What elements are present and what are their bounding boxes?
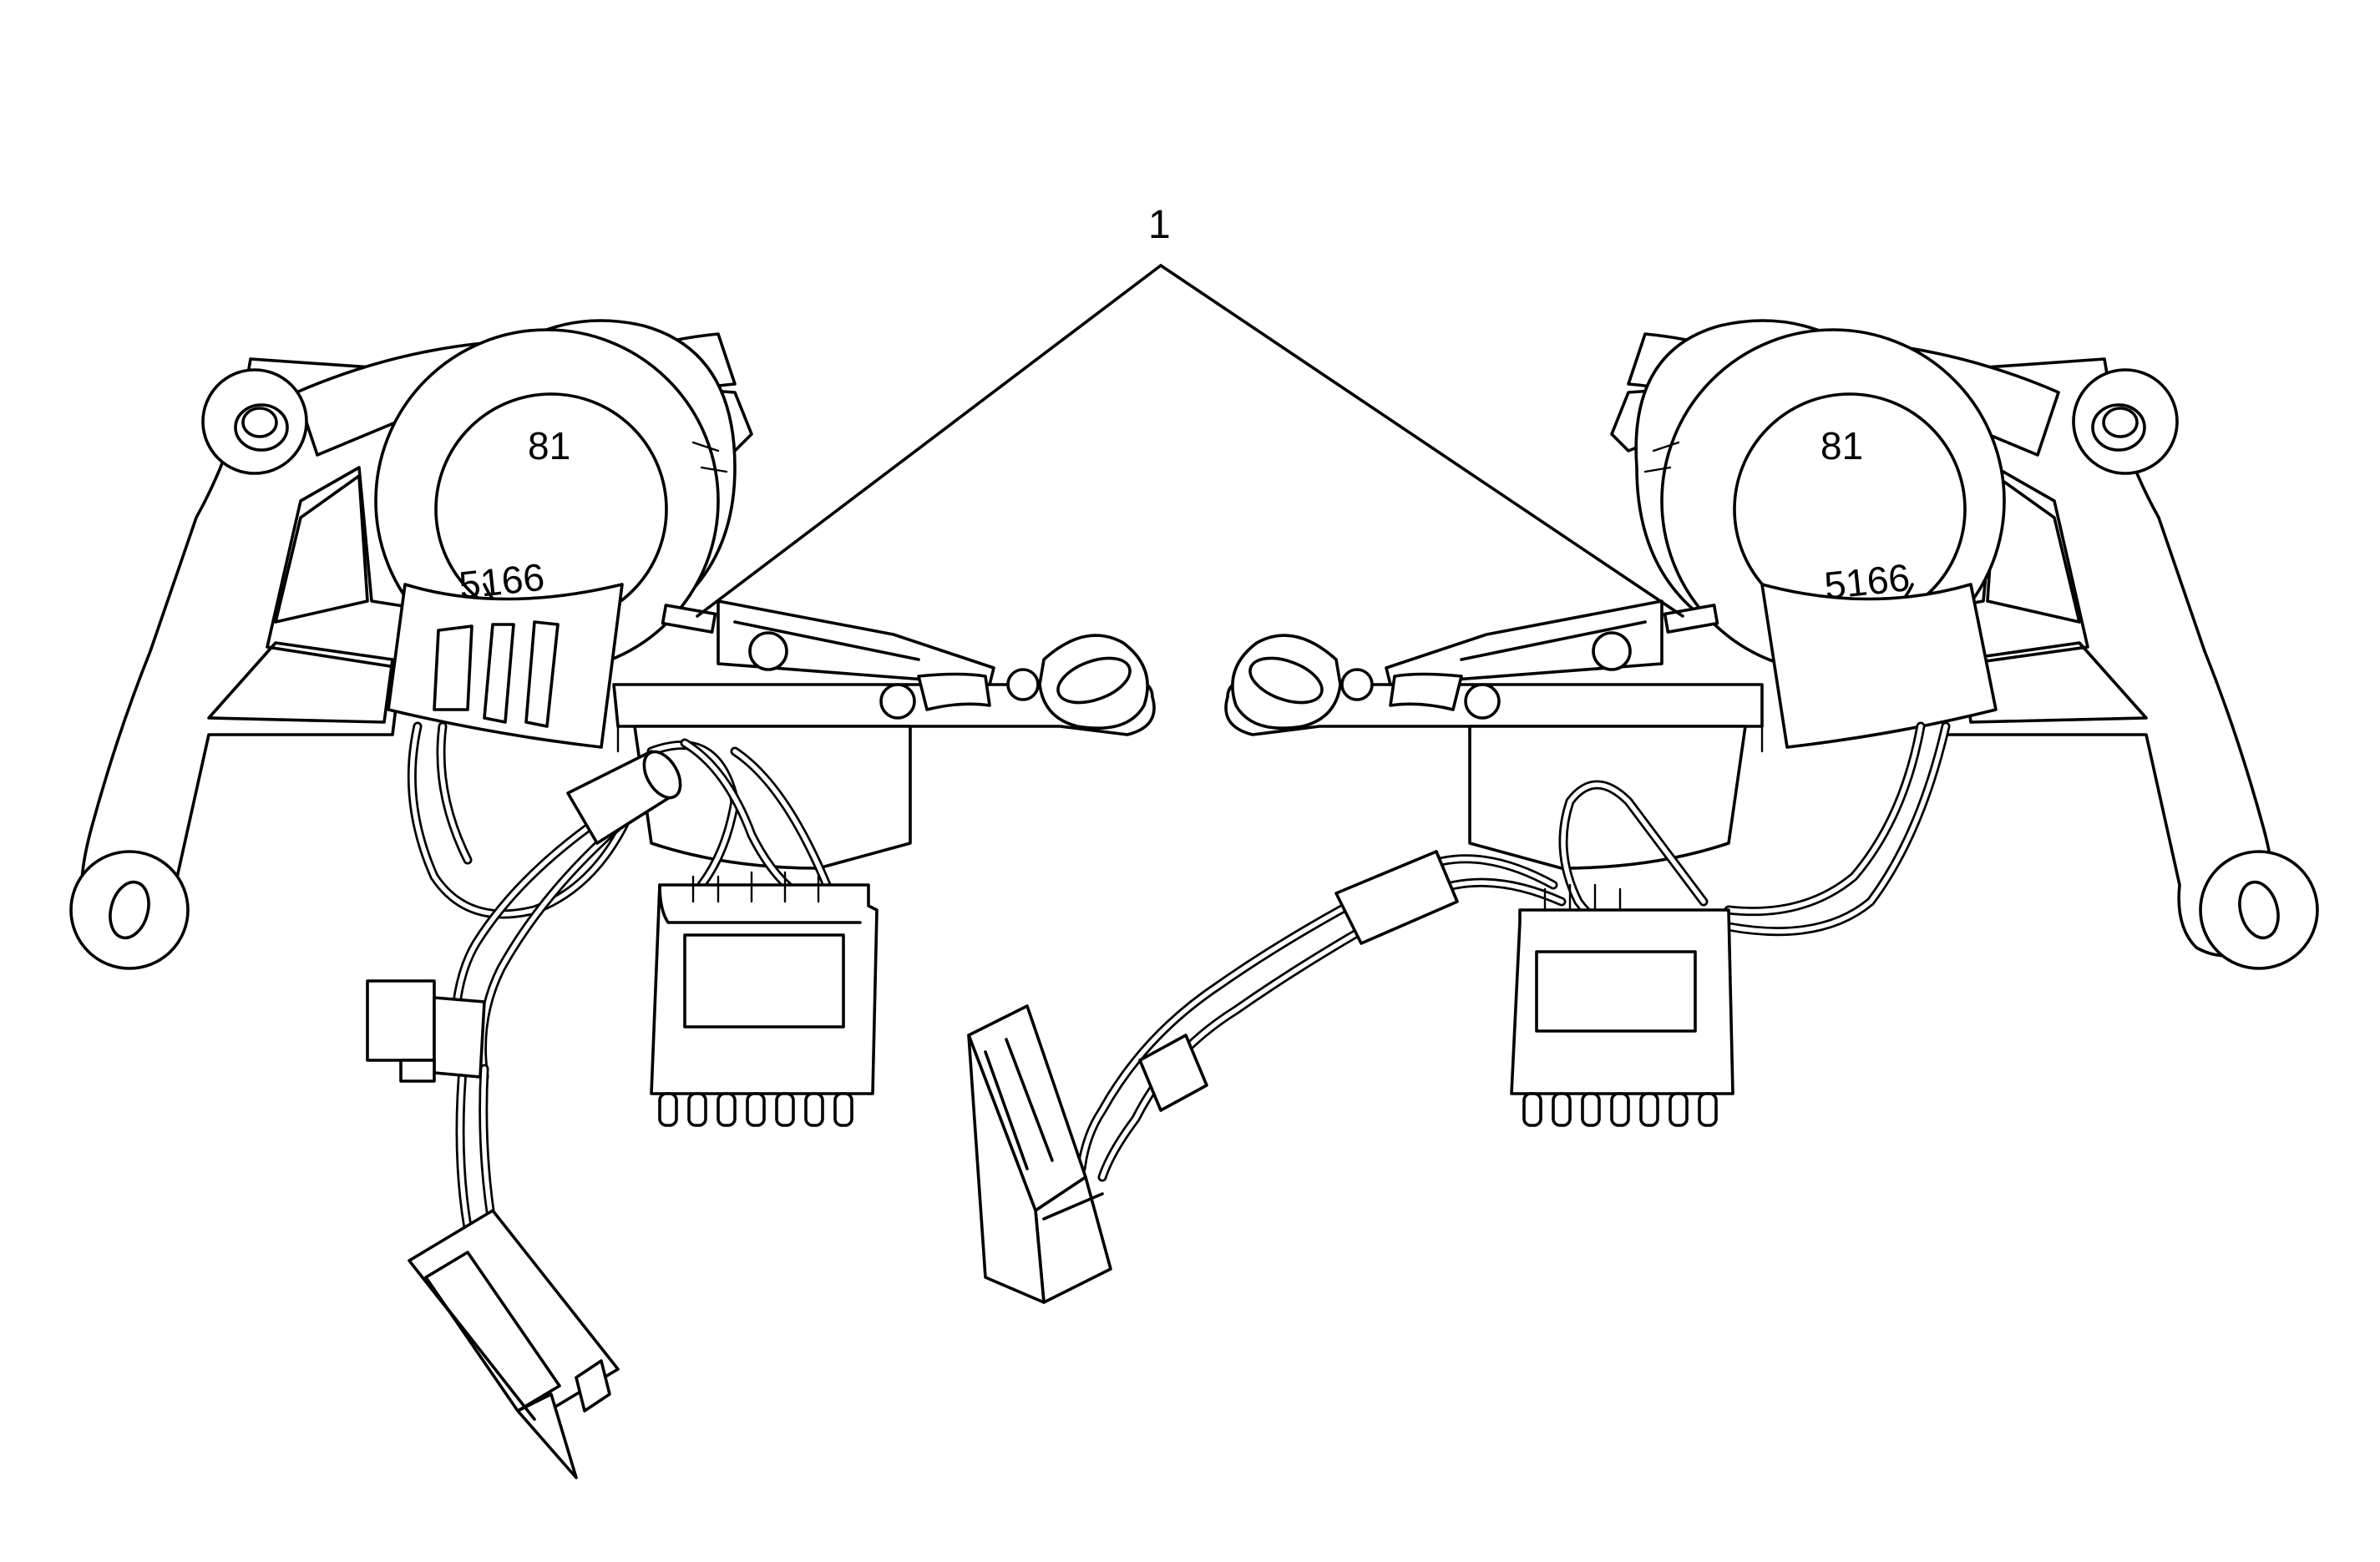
left-sensor-connector	[387, 583, 624, 749]
right-frame-cutout-lower	[1961, 641, 2148, 724]
right-module-housing	[1468, 725, 1747, 870]
left-lower-mount-eyelet	[69, 850, 190, 970]
right-sensor-connector	[1760, 583, 1998, 749]
left-sensor-top-label: 81	[528, 424, 570, 468]
left-harness-connector	[650, 871, 879, 1127]
callout-leader-left	[696, 264, 1162, 618]
left-wiring-harness	[407, 721, 832, 1232]
left-switch-assembly: 81 5166	[69, 319, 1156, 1479]
right-upper-mount-eyelet	[2072, 368, 2179, 475]
callout-1: 1	[696, 203, 1684, 618]
right-lower-mount-eyelet	[2199, 850, 2319, 970]
right-frame-cutout-upper	[1986, 474, 2081, 624]
right-connector-pins	[1522, 1092, 1718, 1127]
left-frame-cutout-upper	[274, 474, 369, 624]
left-upper-mount-eyelet	[201, 368, 308, 475]
left-switch-bar	[612, 599, 1156, 753]
left-frame-cutout-lower	[207, 641, 394, 724]
right-mounting-bracket	[1610, 332, 2276, 958]
callout-leader-right	[1159, 264, 1684, 618]
callout-number: 1	[1148, 203, 1171, 247]
right-harness-connector	[1510, 883, 1734, 1127]
left-pigtail-connector	[408, 1209, 620, 1479]
right-switch-assembly: 81 5166	[967, 319, 2319, 1304]
left-harness-clip	[366, 979, 486, 1083]
right-pigtail-connector	[967, 1004, 1112, 1304]
right-steering-angle-sensor: 81 5166	[1634, 319, 2006, 674]
left-steering-angle-sensor: 81 5166	[374, 319, 737, 674]
right-switch-bar	[1224, 599, 1764, 753]
left-connector-pins	[658, 1092, 853, 1127]
right-sensor-top-label: 81	[1820, 424, 1863, 468]
right-wiring-harness	[1076, 721, 1951, 1182]
